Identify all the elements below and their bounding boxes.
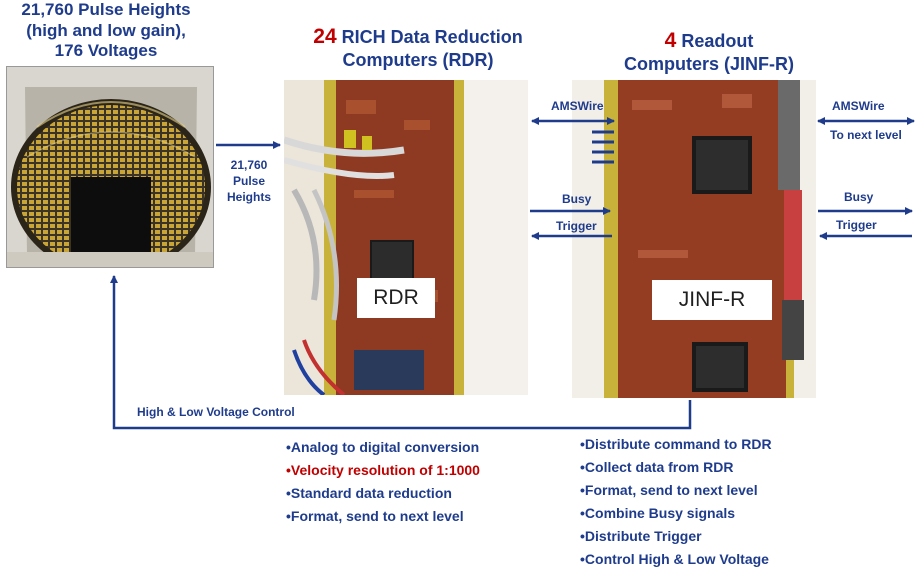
rdr-function-item: •Standard data reduction [286, 485, 452, 501]
jinf-box-label: JINF-R [652, 280, 772, 320]
rdr-title-line2: Computers (RDR) [342, 49, 494, 70]
jinf-function-item: •Distribute command to RDR [580, 436, 772, 452]
rdr-title-line1: RICH Data Reduction [341, 27, 523, 47]
detector-title: 21,760 Pulse Heights (high and low gain)… [0, 0, 212, 62]
rdr-function-item: •Analog to digital conversion [286, 439, 480, 455]
rdr-count: 24 [313, 25, 337, 48]
jinf-function-item: •Distribute Trigger [580, 528, 702, 544]
detector-title-line1: 21,760 Pulse Heights [21, 0, 191, 19]
amswire-bus-lines [592, 130, 614, 164]
jinf-title: 4 Readout Computers (JINF-R) [606, 28, 812, 76]
jinf-function-item: •Combine Busy signals [580, 505, 736, 521]
rdr-board-photo [284, 80, 528, 395]
hv-control-label: High & Low Voltage Control [137, 405, 295, 419]
jinf-function-item: •Format, send to next level [580, 482, 758, 498]
detector-title-line2: (high and low gain), [26, 20, 186, 40]
jinf-title-line2: Computers (JINF-R) [624, 53, 794, 74]
jinf-count: 4 [664, 29, 677, 52]
to-next-level-label: To next level [830, 128, 902, 142]
jinf-function-item: •Collect data from RDR [580, 459, 734, 475]
hv-control-arrow [110, 275, 692, 430]
rdr-function-item: •Format, send to next level [286, 508, 464, 524]
busy-right-label: Busy [844, 190, 874, 204]
pulse-heights-label: 21,760 Pulse Heights [226, 158, 271, 204]
jinf-board-photo [572, 80, 816, 398]
detector-title-line3: 176 Voltages [54, 41, 158, 61]
jinf-function-list: •Distribute command to RDR •Collect data … [580, 433, 772, 571]
rdr-box-label: RDR [357, 278, 435, 318]
amswire-left-label: AMSWire [551, 99, 604, 113]
rdr-function-list: •Analog to digital conversion •Velocity r… [286, 436, 480, 528]
detector-photo [6, 66, 214, 268]
trigger-right-label: Trigger [836, 218, 877, 232]
rdr-title: 24 RICH Data Reduction Computers (RDR) [292, 24, 544, 72]
busy-left-label: Busy [562, 192, 592, 206]
rdr-function-item: •Velocity resolution of 1:1000 [286, 462, 480, 478]
amswire-right-label: AMSWire [832, 99, 885, 113]
jinf-title-line1: Readout [681, 31, 754, 51]
jinf-function-item: •Control High & Low Voltage [580, 551, 769, 567]
trigger-left-label: Trigger [556, 219, 597, 233]
